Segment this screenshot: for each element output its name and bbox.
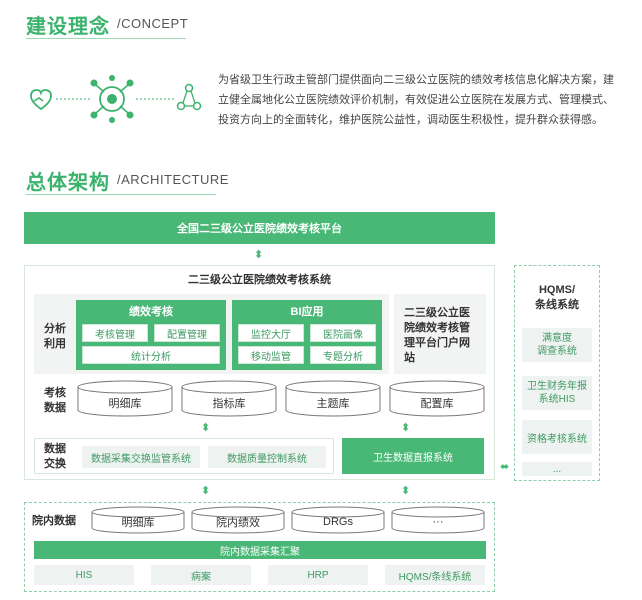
heart-hand-icon xyxy=(30,89,52,111)
perf-item-exam-mgmt: 考核管理 xyxy=(82,324,148,342)
hqms-item-finance: 卫生财务年报 系统HIS xyxy=(522,376,592,410)
db-detail: 明细库 xyxy=(108,398,142,410)
bi-item-hospital-profile: 医院画像 xyxy=(310,324,376,342)
concept-divider xyxy=(26,38,186,39)
exchange-item-monitor: 数据采集交换监管系统 xyxy=(82,446,200,468)
db-cylinder xyxy=(77,380,173,417)
db-cylinder xyxy=(285,380,381,417)
source-his: HIS xyxy=(34,565,134,585)
portal-box xyxy=(394,294,486,374)
perf-item-stats: 统计分析 xyxy=(82,346,220,364)
db-cylinder xyxy=(291,506,385,534)
people-network-icon xyxy=(176,83,202,111)
hospital-db-performance: 院内绩效 xyxy=(216,517,260,529)
hqms-title: HQMS/ 条线系统 xyxy=(535,284,579,311)
data-db-row xyxy=(77,380,485,417)
hospital-data-label: 院内数据 xyxy=(32,515,76,527)
national-platform-bar: 全国二三级公立医院绩效考核平台 xyxy=(24,212,495,244)
network-hub-icon xyxy=(90,75,134,123)
data-arrow-right: ⬍ xyxy=(401,422,411,434)
data-label: 考核 数据 xyxy=(44,387,66,414)
hospital-db-row xyxy=(91,506,485,534)
db-config: 配置库 xyxy=(420,398,454,410)
db-cylinder xyxy=(91,506,185,534)
platform-arrow: ⬍ xyxy=(254,249,264,261)
bi-item-monitor-hall: 监控大厅 xyxy=(238,324,304,342)
db-indicator: 指标库 xyxy=(212,398,246,410)
perf-item-config-mgmt: 配置管理 xyxy=(154,324,220,342)
concept-description: 为省级卫生行政主管部门提供面向二三级公立医院的绩效考核信息化解决方案，建立健全属… xyxy=(218,74,614,126)
analysis-label: 分析 利用 xyxy=(44,323,66,350)
exchange-item-quality: 数据质量控制系统 xyxy=(208,446,326,468)
architecture-title: 总体架构 xyxy=(26,172,110,194)
db-cylinder xyxy=(389,380,485,417)
hospital-db-detail: 明细库 xyxy=(121,517,155,529)
db-cylinder xyxy=(391,506,485,534)
db-cylinder xyxy=(191,506,285,534)
data-arrow-left: ⬍ xyxy=(201,422,211,434)
source-hqms: HQMS/条线系统 xyxy=(385,565,485,585)
hqms-item-qualification: 资格考核系统 xyxy=(522,420,592,454)
hospital-arrow-left: ⬍ xyxy=(201,485,211,497)
bi-item-topic-analysis: 专题分析 xyxy=(310,346,376,364)
db-topic: 主题库 xyxy=(316,398,350,410)
concept-title: 建设理念 xyxy=(26,16,110,38)
concept-title-en: /CONCEPT xyxy=(117,16,189,31)
hospital-data-box xyxy=(24,502,495,592)
hospital-db-drgs: DRGs xyxy=(323,516,353,528)
bi-panel-title: BI应用 xyxy=(290,306,324,318)
portal-label: 二三级公立医院绩效考核管理平台门户网站 xyxy=(404,307,470,364)
hospital-collection-bar: 院内数据采集汇聚 xyxy=(34,541,486,559)
exchange-label: 数据 交换 xyxy=(44,443,66,470)
architecture-divider xyxy=(26,194,216,195)
source-hrp: HRP xyxy=(268,565,368,585)
hqms-column xyxy=(514,265,600,481)
perf-panel-title: 绩效考核 xyxy=(129,306,173,318)
hospital-db-more: ··· xyxy=(432,516,444,528)
side-arrow: ⬌ xyxy=(500,461,510,473)
concept-icon-strip xyxy=(28,74,206,126)
hqms-item-more: ... xyxy=(522,462,592,476)
assessment-system-title: 二三级公立医院绩效考核系统 xyxy=(188,273,331,286)
bi-item-mobile-supervision: 移动监管 xyxy=(238,346,304,364)
db-cylinder xyxy=(181,380,277,417)
source-medical-record: 病案 xyxy=(151,565,251,585)
architecture-title-en: /ARCHITECTURE xyxy=(117,172,229,187)
hqms-item-satisfaction: 满意度 调查系统 xyxy=(522,328,592,362)
direct-report-box: 卫生数据直报系统 xyxy=(342,438,484,474)
hospital-arrow-right: ⬍ xyxy=(401,485,411,497)
